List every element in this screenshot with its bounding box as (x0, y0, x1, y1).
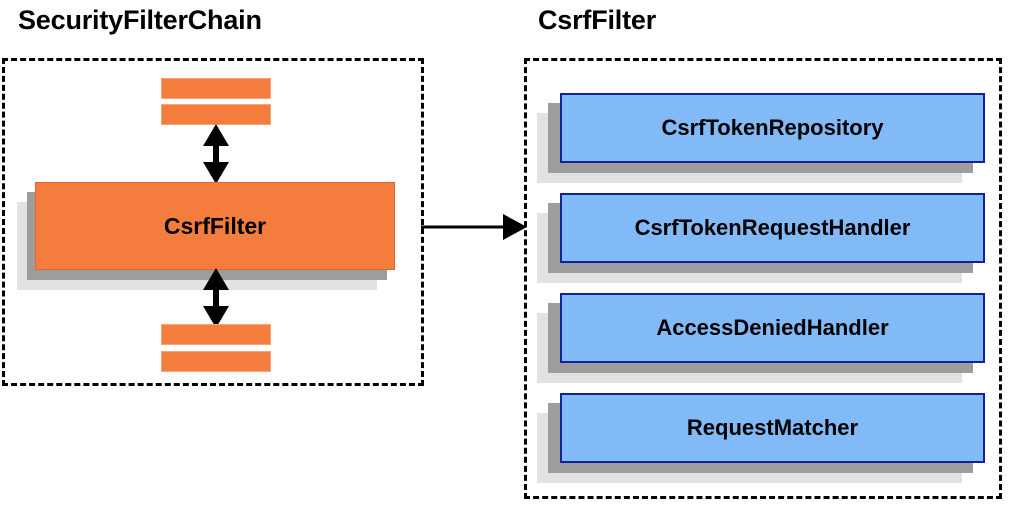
csrf-filter-card[interactable]: CsrfFilter (17, 182, 397, 290)
left-panel-title: SecurityFilterChain (18, 5, 262, 35)
right-panel-title: CsrfFilter (538, 5, 657, 35)
csrf-filter-label: CsrfFilter (35, 182, 395, 270)
filter-bar-bottom-1 (161, 324, 271, 345)
filter-bar-top-2 (161, 104, 271, 125)
arrow-bottom-bidirectional (203, 268, 229, 328)
security-filter-chain-group (2, 58, 424, 386)
filter-bar-top-1 (161, 78, 271, 99)
collaborator-card-requestmatcher[interactable]: RequestMatcher (537, 393, 987, 483)
arrow-chain-to-csrffilter (421, 214, 527, 240)
arrow-top-bidirectional (203, 124, 229, 184)
filter-bar-bottom-2 (161, 351, 271, 372)
csrf-filter-collaborators-group (524, 58, 1002, 499)
collaborator-label-4: RequestMatcher (560, 393, 985, 463)
collaborator-card-csrftokenrepository[interactable]: CsrfTokenRepository (537, 93, 987, 183)
collaborator-label-3: AccessDeniedHandler (560, 293, 985, 363)
collaborator-card-accessdeniedhandler[interactable]: AccessDeniedHandler (537, 293, 987, 383)
collaborator-card-csrftokenrequesthandler[interactable]: CsrfTokenRequestHandler (537, 193, 987, 283)
collaborator-label-1: CsrfTokenRepository (560, 93, 985, 163)
collaborator-label-2: CsrfTokenRequestHandler (560, 193, 985, 263)
